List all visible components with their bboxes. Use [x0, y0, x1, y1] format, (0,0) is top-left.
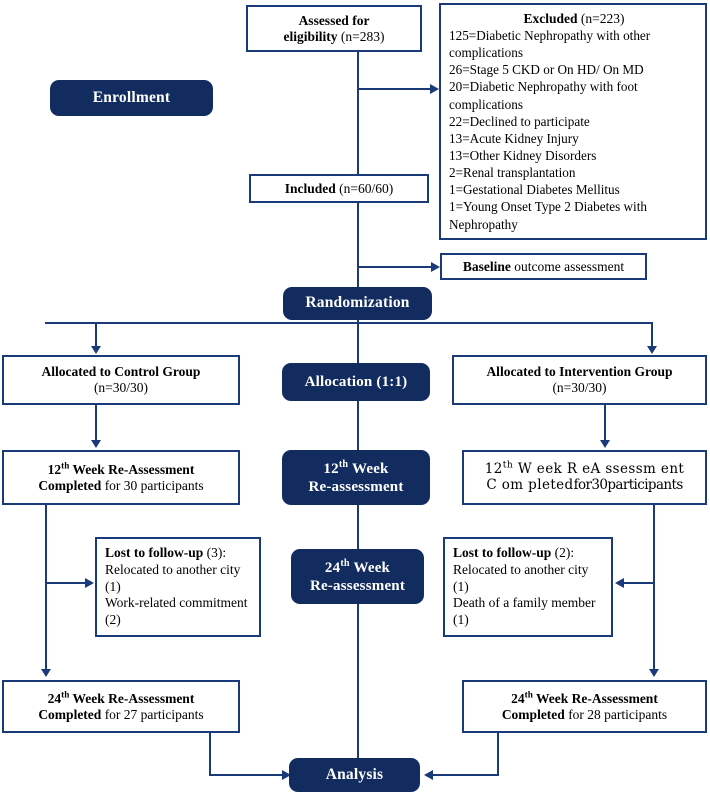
control-week12-box: 12th Week Re-Assessment Completed for 30…	[2, 450, 240, 505]
intervention-week24-line1: 24th Week Re-Assessment	[511, 689, 658, 706]
connector-center-spine-3	[357, 503, 359, 551]
excluded-reason: 22=Declined to participate	[449, 113, 590, 129]
allocated-intervention-count: (n=30/30)	[552, 380, 607, 395]
connector-to-baseline	[357, 266, 432, 268]
arrow-intervention-to-week24	[649, 669, 659, 677]
control-week24-line1: 24th Week Re-Assessment	[47, 689, 195, 706]
randomization-label: Randomization	[305, 294, 410, 312]
stage-band-week24: 24th Week Re-assessment	[291, 549, 424, 604]
allocated-control-count: (n=30/30)	[93, 380, 149, 395]
arrow-to-baseline	[431, 262, 440, 272]
arrow-control-to-week24	[41, 669, 51, 677]
control-week24-line2: Completed for 27 participants	[38, 706, 204, 722]
excluded-reason: 13=Acute Kidney Injury	[449, 130, 579, 146]
stage-band-enrollment: Enrollment	[50, 80, 213, 116]
excluded-box: Excluded (n=223) 125=Diabetic Nephropath…	[439, 3, 707, 240]
connector-randomization-bar	[45, 322, 653, 324]
intervention-week12-box: 12th W eek R eA ssessm ent C om pletedfo…	[462, 450, 707, 505]
control-week12-line2: Completed for 30 participants	[38, 477, 204, 493]
arrow-intervention-to-week12	[600, 440, 610, 448]
assessed-for-eligibility-box: Assessed for eligibility (n=283)	[246, 5, 422, 52]
assessed-line-2: eligibility (n=283)	[283, 28, 385, 44]
connector-control-week12-to-week24	[45, 505, 47, 670]
excluded-reason: 125=Diabetic Nephropathy with other comp…	[449, 27, 651, 61]
control-lost-reason: Work-related commitment (2)	[105, 595, 248, 628]
excluded-reason: 2=Renal transplantation	[449, 165, 576, 181]
allocated-control-box: Allocated to Control Group (n=30/30)	[2, 355, 240, 405]
intervention-lost-reason: Relocated to another city (1)	[453, 561, 589, 594]
connector-center-spine-4	[357, 602, 359, 760]
control-lost-to-followup-box: Lost to follow-up (3): Relocated to anot…	[95, 537, 261, 637]
week12-band-line1: 12th Week	[323, 458, 389, 477]
included-line: Included (n=60/60)	[284, 180, 394, 196]
excluded-reason: 20=Diabetic Nephropathy with foot compli…	[449, 79, 638, 112]
intervention-week12-line2: C om pletedfor30participants	[486, 476, 683, 493]
allocation-label: Allocation (1:1)	[304, 374, 408, 390]
allocated-intervention-title: Allocated to Intervention Group	[486, 364, 673, 380]
connector-control-week24-down	[209, 733, 211, 776]
intervention-week12-line1: 12th W eek R eA ssessm ent	[484, 459, 685, 477]
baseline-line: Baseline outcome assessment	[462, 258, 625, 274]
enrollment-label: Enrollment	[92, 88, 171, 106]
baseline-assessment-box: Baseline outcome assessment	[440, 253, 647, 280]
arrow-intervention-to-analysis	[424, 770, 433, 780]
control-lost-title: Lost to follow-up (3):	[105, 544, 227, 560]
arrow-to-excluded	[430, 84, 439, 94]
allocated-intervention-box: Allocated to Intervention Group (n=30/30…	[452, 355, 707, 405]
excluded-reason: 26=Stage 5 CKD or On HD/ On MD	[449, 62, 644, 78]
intervention-week24-line2: Completed for 28 participants	[501, 706, 668, 722]
arrow-right-to-allocation	[647, 346, 657, 354]
excluded-reason: 1=Gestational Diabetes Mellitus	[449, 182, 620, 198]
intervention-lost-title: Lost to follow-up (2):	[453, 544, 575, 560]
intervention-lost-reason: Death of a family member (1)	[453, 595, 596, 628]
connector-intervention-week12-to-week24	[653, 505, 655, 670]
arrow-left-to-allocation	[91, 346, 101, 354]
stage-band-randomization: Randomization	[283, 287, 432, 320]
stage-band-week12: 12th Week Re-assessment	[282, 450, 430, 505]
connector-control-alloc-to-week12	[95, 405, 97, 441]
control-week12-line1: 12th Week Re-Assessment	[47, 460, 195, 477]
week12-band-line2: Re-assessment	[308, 478, 404, 495]
connector-assessed-to-included	[357, 52, 359, 174]
excluded-title: Excluded (n=223)	[523, 11, 625, 26]
intervention-lost-to-followup-box: Lost to follow-up (2): Relocated to anot…	[443, 537, 613, 637]
allocated-control-title: Allocated to Control Group	[41, 364, 201, 380]
stage-band-analysis: Analysis	[289, 758, 420, 792]
assessed-line-1: Assessed for	[298, 12, 370, 28]
arrow-intervention-to-lost	[615, 578, 624, 588]
intervention-week24-box: 24th Week Re-Assessment Completed for 28…	[462, 680, 707, 733]
connector-intervention-alloc-to-week12	[604, 405, 606, 441]
control-week24-box: 24th Week Re-Assessment Completed for 27…	[2, 680, 240, 733]
connector-to-excluded	[357, 88, 431, 90]
excluded-reason-list: 125=Diabetic Nephropathy with other comp…	[449, 27, 699, 233]
analysis-label: Analysis	[325, 765, 384, 783]
connector-intervention-week24-down	[497, 733, 499, 776]
connector-included-to-randomization	[357, 203, 359, 289]
connector-center-spine-2	[357, 399, 359, 452]
connector-left-drop-to-allocation	[95, 322, 97, 347]
included-box: Included (n=60/60)	[249, 174, 429, 203]
arrow-control-to-week12	[91, 440, 101, 448]
week24-band-line1: 24th Week	[324, 557, 391, 576]
connector-control-to-lost	[45, 582, 86, 584]
connector-intervention-week24-left	[432, 774, 499, 776]
arrow-control-to-analysis	[282, 770, 291, 780]
connector-right-drop-to-allocation	[651, 322, 653, 347]
control-lost-reason: Relocated to another city (1)	[105, 561, 241, 594]
connector-center-spine-1	[357, 320, 359, 365]
stage-band-allocation: Allocation (1:1)	[282, 363, 430, 401]
excluded-reason: 1=Young Onset Type 2 Diabetes with Nephr…	[449, 199, 647, 232]
connector-intervention-to-lost	[624, 582, 654, 584]
week24-band-line2: Re-assessment	[309, 577, 406, 594]
arrow-control-to-lost	[85, 578, 94, 588]
connector-control-week24-right	[209, 774, 284, 776]
excluded-reason: 13=Other Kidney Disorders	[449, 148, 597, 164]
